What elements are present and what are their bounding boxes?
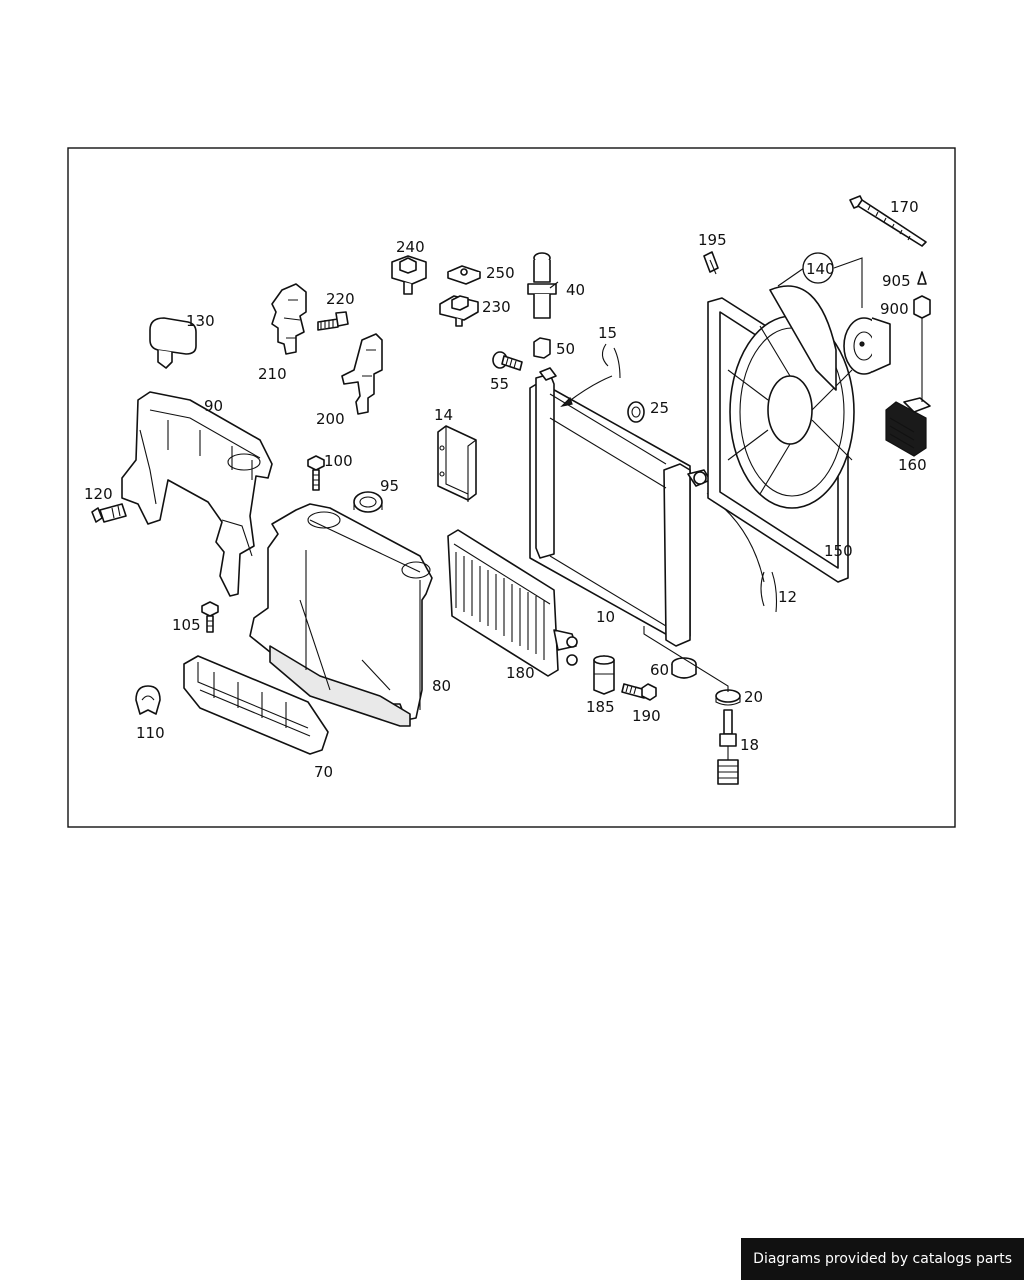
part-170-cable-tie-icon <box>849 195 927 247</box>
part-55-bolt-icon <box>492 351 523 371</box>
callout-110: 110 <box>136 724 165 742</box>
callout-95: 95 <box>380 477 399 495</box>
callout-15: 15 <box>598 324 617 342</box>
part-50-nut-icon <box>533 337 551 359</box>
callout-14: 14 <box>434 406 453 424</box>
part-160-resistor-icon <box>885 397 931 457</box>
callout-200: 200 <box>316 410 345 428</box>
callout-160: 160 <box>898 456 927 474</box>
callout-185: 185 <box>586 698 615 716</box>
part-905-terminal-icon <box>917 271 927 285</box>
callout-90: 90 <box>204 397 223 415</box>
part-195-clip-icon <box>703 251 719 275</box>
callout-80: 80 <box>432 677 451 695</box>
part-10-radiator-icon <box>529 367 711 647</box>
callout-170: 170 <box>890 198 919 216</box>
part-140-fan-motor-icon <box>843 317 891 375</box>
callout-240: 240 <box>396 238 425 256</box>
part-80-radiator-frame-icon <box>249 503 433 727</box>
callout-20: 20 <box>744 688 763 706</box>
callout-900: 900 <box>880 300 909 318</box>
part-18-drain-plug-icon <box>717 709 739 785</box>
callout-210: 210 <box>258 365 287 383</box>
part-250-pad-icon <box>447 265 481 285</box>
callout-55: 55 <box>490 375 509 393</box>
callout-190: 190 <box>632 707 661 725</box>
callout-60: 60 <box>650 661 669 679</box>
callout-230: 230 <box>482 298 511 316</box>
part-95-seal-icon <box>353 491 383 513</box>
part-15-hose-icon <box>560 343 621 407</box>
callout-140: 140 <box>806 260 835 278</box>
part-60-cap-icon <box>671 657 697 679</box>
part-105-bolt-icon <box>201 601 219 633</box>
callout-195: 195 <box>698 231 727 249</box>
leader-lines <box>643 257 923 692</box>
attribution-banner: Diagrams provided by catalogs parts <box>741 1238 1024 1280</box>
part-190-bolt-icon <box>621 683 657 701</box>
part-110-clip-icon <box>135 685 161 715</box>
part-100-bolt-icon <box>307 455 325 491</box>
callout-130: 130 <box>186 312 215 330</box>
callout-50: 50 <box>556 340 575 358</box>
callout-250: 250 <box>486 264 515 282</box>
part-185-fitting-icon <box>593 655 615 695</box>
part-150-fan-shroud-icon <box>707 285 855 583</box>
callout-labels: 10 12 14 15 18 20 25 40 50 55 60 70 80 9… <box>84 198 927 781</box>
callout-100: 100 <box>324 452 353 470</box>
part-900-connector-icon <box>913 295 931 398</box>
part-210-bracket-icon <box>271 283 307 355</box>
callout-40: 40 <box>566 281 585 299</box>
part-180-condenser-icon <box>447 529 578 677</box>
part-40-valve-icon <box>527 252 559 319</box>
callout-220: 220 <box>326 290 355 308</box>
callout-905: 905 <box>882 272 911 290</box>
callout-18: 18 <box>740 736 759 754</box>
part-70-deflector-icon <box>183 655 329 755</box>
callout-10: 10 <box>596 608 615 626</box>
callout-70: 70 <box>314 763 333 781</box>
part-240-clip-icon <box>391 255 427 295</box>
part-20-cap-icon <box>715 689 741 706</box>
part-25-cap-icon <box>627 401 645 423</box>
callout-25: 25 <box>650 399 669 417</box>
part-220-bolt-icon <box>317 311 349 331</box>
callout-150: 150 <box>824 542 853 560</box>
part-14-module-icon <box>437 425 477 502</box>
callout-120: 120 <box>84 485 113 503</box>
part-130-cap-icon <box>149 317 197 369</box>
callout-105: 105 <box>172 616 201 634</box>
part-90-air-duct-icon <box>121 391 273 597</box>
part-120-push-pin-icon <box>91 503 127 523</box>
part-230-clip-icon <box>439 295 479 327</box>
callout-180: 180 <box>506 664 535 682</box>
callout-12: 12 <box>778 588 797 606</box>
part-200-bracket-icon <box>341 333 383 415</box>
callout-140-circle <box>802 252 834 284</box>
